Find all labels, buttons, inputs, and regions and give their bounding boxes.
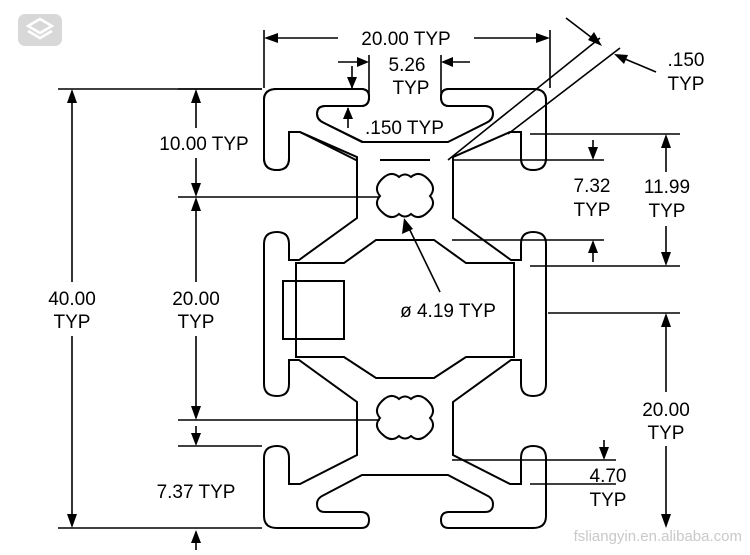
layers-logo-icon <box>25 17 55 40</box>
lip-right-number: 4.70 <box>590 466 627 487</box>
pitch-right-number: 20.00 <box>642 400 690 421</box>
dim-slot-lip: .150 TYP <box>343 66 444 139</box>
top-width-label: 20.00 TYP <box>361 29 450 50</box>
core-bore-bottom <box>376 395 434 440</box>
dim-total-height: 40.00 TYP <box>48 88 262 529</box>
offset-a-unit: TYP <box>574 200 611 221</box>
total-height-unit: TYP <box>54 312 91 333</box>
pitch-left-number: 20.00 <box>172 289 220 310</box>
pitch-left-unit: TYP <box>178 312 215 333</box>
slot-width-number: 5.26 <box>389 55 426 76</box>
slot-depth-label: 10.00 TYP <box>159 134 248 155</box>
offset-a-number: 7.32 <box>574 176 611 197</box>
total-height-number: 40.00 <box>48 289 96 310</box>
offset-b-number: 11.99 <box>644 177 690 198</box>
dim-offset-right: 7.32 TYP 11.99 TYP <box>452 133 690 267</box>
dim-bore: ø 4.19 TYP <box>400 218 496 322</box>
dim-lip-left: 7.37 TYP <box>157 426 262 550</box>
watermark-text: fsliangyin.en.alibaba.com <box>574 528 742 545</box>
dim-wall-top: .150 TYP <box>447 17 705 161</box>
wall-top-unit: TYP <box>668 74 705 95</box>
pitch-right-unit: TYP <box>648 423 685 444</box>
wall-top-number: .150 <box>668 50 705 71</box>
lip-right-unit: TYP <box>590 490 627 511</box>
dim-pitch-left: 20.00 TYP <box>172 197 380 421</box>
dim-slot-width: 5.26 TYP <box>338 55 470 99</box>
dim-lip-right: 4.70 TYP <box>452 440 626 511</box>
bore-label: ø 4.19 TYP <box>400 301 496 322</box>
slot-width-unit: TYP <box>393 78 430 99</box>
wall-inner-label: .150 TYP <box>365 118 444 139</box>
dim-pitch-right: 20.00 TYP <box>548 312 690 528</box>
core-bore-top <box>376 173 434 218</box>
offset-b-unit: TYP <box>649 201 686 222</box>
logo-badge <box>18 14 62 46</box>
lip-left-label: 7.37 TYP <box>157 482 236 503</box>
